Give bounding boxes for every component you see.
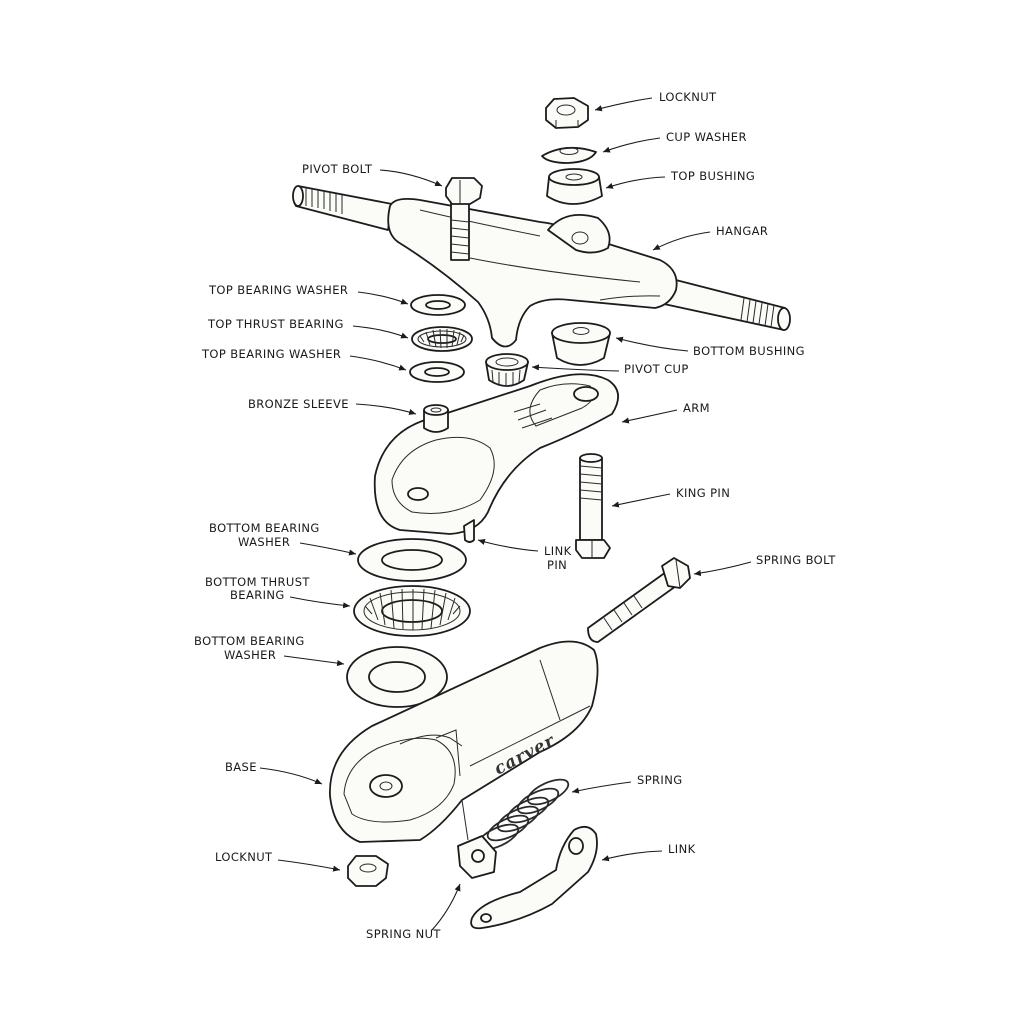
locknut-bottom-part (347, 855, 389, 887)
label-hangar: HANGAR (652, 224, 768, 251)
locknut-top-part (545, 97, 589, 129)
spring-bolt-part (587, 557, 691, 643)
label-link: LINK (601, 842, 696, 862)
label-king-pin: KING PIN (611, 486, 730, 508)
label-spring-nut: SPRING NUT (366, 883, 461, 941)
label-top-bearing-washer-1: TOP BEARING WASHER (208, 283, 409, 305)
top-thrust-bearing-part (411, 326, 473, 352)
label-locknut-top: LOCKNUT (594, 90, 717, 112)
label-pivot-cup: PIVOT CUP (531, 362, 689, 376)
arm-part (373, 373, 619, 543)
label-text: BOTTOM THRUST (205, 575, 310, 589)
label-text: ARM (683, 401, 710, 415)
label-text: LINK (668, 842, 696, 856)
label-spring-bolt: SPRING BOLT (693, 553, 836, 577)
label-bronze-sleeve: BRONZE SLEEVE (248, 397, 417, 415)
label-top-thrust-bearing: TOP THRUST BEARING (207, 317, 409, 339)
top-bearing-washer-2-part (409, 361, 465, 383)
label-bottom-bearing-washer-2: BOTTOM BEARING WASHER (194, 634, 345, 667)
bottom-thrust-bearing-part (353, 585, 471, 637)
hangar-part (292, 185, 791, 348)
label-text: TOP BEARING WASHER (201, 347, 341, 361)
label-text: KING PIN (676, 486, 730, 500)
label-bottom-thrust-bearing: BOTTOM THRUST BEARING (205, 575, 351, 609)
label-text: BOTTOM BEARING (194, 634, 305, 648)
cup-washer-part (541, 146, 597, 164)
label-locknut-bottom: LOCKNUT (215, 850, 341, 872)
bottom-bearing-washer-2-part (346, 646, 448, 708)
label-text: BASE (225, 760, 257, 774)
label-text: CUP WASHER (666, 130, 747, 144)
link-part (470, 825, 598, 930)
label-link-pin: LINK PIN (477, 539, 572, 572)
top-bearing-washer-1-part (410, 294, 466, 316)
label-text: PIVOT BOLT (302, 162, 373, 176)
label-text: PIVOT CUP (624, 362, 689, 376)
label-bottom-bushing: BOTTOM BUSHING (615, 336, 805, 358)
label-bottom-bearing-washer-1: BOTTOM BEARING WASHER (209, 521, 357, 556)
label-arm: ARM (621, 401, 710, 424)
label-text: TOP THRUST BEARING (207, 317, 344, 331)
top-bushing-part (546, 168, 603, 205)
label-text: TOP BUSHING (670, 169, 755, 183)
label-text: SPRING NUT (366, 927, 441, 941)
pivot-cup-part (485, 353, 529, 387)
label-text: BOTTOM BEARING (209, 521, 320, 535)
label-text: SPRING (637, 773, 683, 787)
spring-part (476, 778, 570, 851)
label-text: TOP BEARING WASHER (208, 283, 348, 297)
label-text: WASHER (224, 648, 276, 662)
pivot-bolt-part (445, 177, 483, 261)
label-text: BEARING (230, 588, 285, 602)
label-text: HANGAR (716, 224, 768, 238)
label-text: SPRING BOLT (756, 553, 836, 567)
label-top-bearing-washer-2: TOP BEARING WASHER (201, 347, 407, 371)
label-text: LINK (544, 544, 572, 558)
label-text: WASHER (238, 535, 290, 549)
label-cup-washer: CUP WASHER (602, 130, 747, 153)
label-top-bushing: TOP BUSHING (605, 169, 755, 189)
label-text: BRONZE SLEEVE (248, 397, 349, 411)
king-pin-part (575, 453, 611, 559)
label-spring: SPRING (571, 773, 683, 794)
bottom-bearing-washer-1-part (357, 538, 467, 582)
label-text: LOCKNUT (215, 850, 273, 864)
bottom-bushing-part (551, 322, 611, 366)
label-text: PIN (547, 558, 567, 572)
spring-nut-part (457, 835, 497, 879)
label-base: BASE (225, 760, 323, 785)
label-pivot-bolt: PIVOT BOLT (302, 162, 443, 187)
label-text: BOTTOM BUSHING (693, 344, 805, 358)
label-text: LOCKNUT (659, 90, 717, 104)
